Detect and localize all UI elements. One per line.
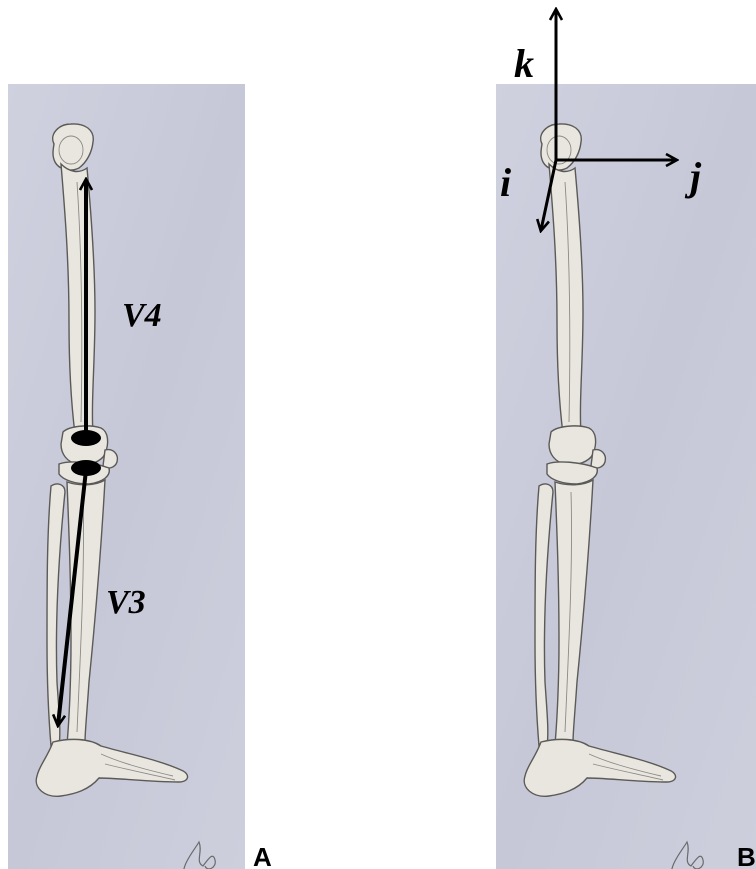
panel-a: V4 V3 A — [8, 84, 272, 869]
axis-k-label: k — [514, 41, 534, 86]
vector-v4-label: V4 — [122, 297, 162, 334]
joint-marker-lower — [71, 460, 101, 476]
panel-a-label: A — [253, 842, 272, 869]
panel-b-drawing-paper — [496, 84, 756, 869]
panel-b-label: B — [737, 842, 756, 869]
panel-b: k i j B — [496, 10, 756, 869]
vector-v3-label: V3 — [106, 584, 146, 621]
joint-marker-upper — [71, 430, 101, 446]
panel-a-drawing-paper — [8, 84, 245, 869]
axis-i-label: i — [500, 160, 511, 205]
